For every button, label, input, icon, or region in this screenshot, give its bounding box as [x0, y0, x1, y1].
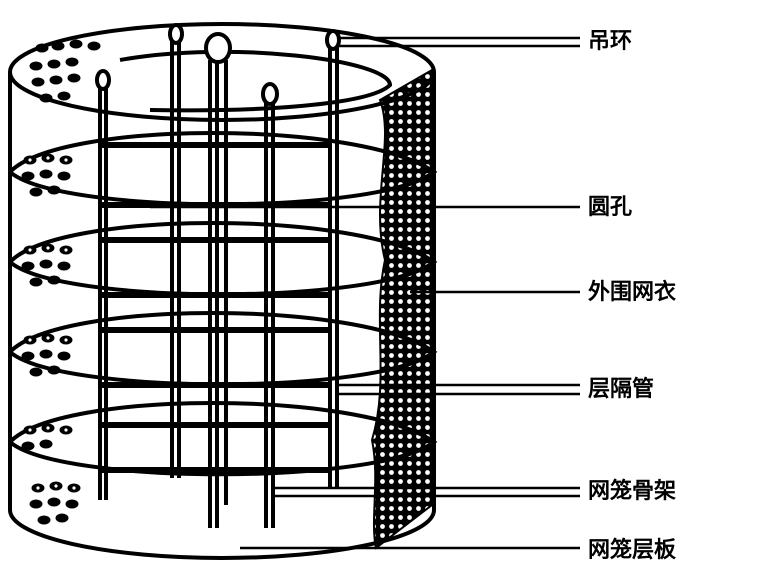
label-layer-tube: 层隔管 — [588, 377, 655, 402]
cage-frame-rods — [98, 40, 339, 528]
label-outer-net: 外围网衣 — [588, 280, 677, 305]
leader-lines — [150, 36, 580, 550]
layer-board-4 — [8, 401, 438, 477]
hanging-ring-back — [168, 23, 184, 45]
hanging-ring-left — [95, 69, 111, 91]
cage-layer-boards — [8, 49, 438, 477]
round-holes — [21, 39, 101, 525]
top-inner-arc — [119, 49, 393, 113]
layer-board-3 — [8, 311, 438, 387]
label-hanging-ring: 吊环 — [588, 29, 633, 54]
layer-board-1 — [8, 131, 438, 207]
outer-net-mesh — [370, 68, 433, 550]
label-cage-frame: 网笼骨架 — [588, 479, 677, 504]
hanging-ring-center — [204, 32, 232, 64]
label-cage-layer-board: 网笼层板 — [588, 538, 677, 563]
round-holes-white — [28, 156, 76, 490]
cylinder-outline — [8, 22, 436, 560]
hanging-ring-right — [325, 29, 341, 51]
hanging-rings — [95, 23, 341, 106]
layer-board-2 — [8, 221, 438, 297]
hanging-ring-right-mid — [261, 82, 279, 106]
label-round-hole: 圆孔 — [588, 195, 633, 220]
